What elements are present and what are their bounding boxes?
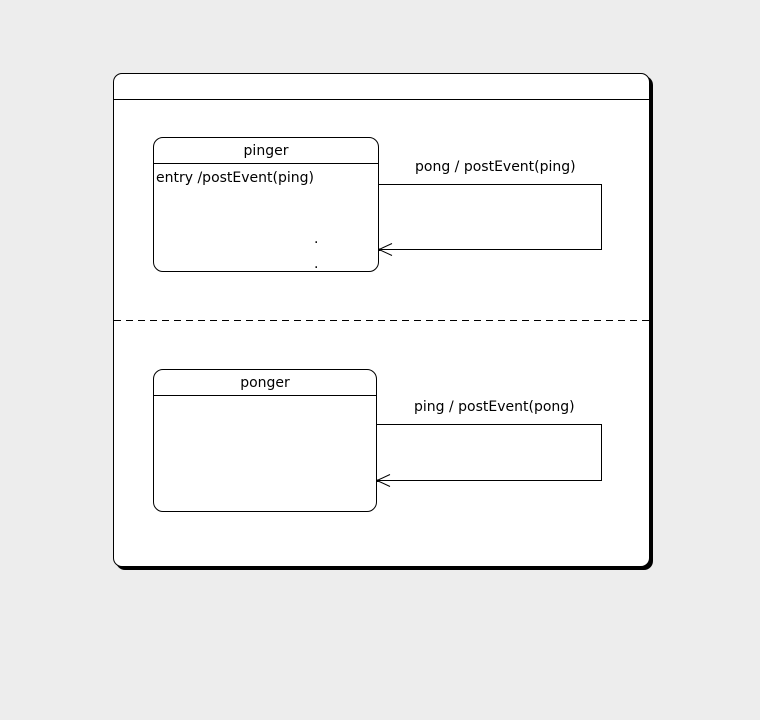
vertical-ellipsis-dot: . xyxy=(314,256,319,272)
state-ponger: ponger xyxy=(153,369,377,512)
transition-arrowhead-icon xyxy=(376,474,391,487)
self-transition-loop-ponger xyxy=(376,424,602,481)
vertical-ellipsis-dot: . xyxy=(314,231,319,247)
state-ponger-title: ponger xyxy=(154,370,376,396)
transition-label-ponger-self: ping / postEvent(pong) xyxy=(414,398,575,416)
pinger-entry-action: entry /postEvent(ping) xyxy=(156,170,314,186)
outer-state-name-compartment xyxy=(114,74,649,100)
state-pinger-title: pinger xyxy=(154,138,378,164)
outer-composite-state: pinger entry /postEvent(ping) . . pong /… xyxy=(113,73,650,567)
state-pinger: pinger entry /postEvent(ping) . . xyxy=(153,137,379,272)
self-transition-loop-pinger xyxy=(378,184,602,250)
transition-arrowhead-icon xyxy=(378,243,393,256)
orthogonal-region-divider xyxy=(114,320,649,321)
transition-label-pinger-self: pong / postEvent(ping) xyxy=(415,158,576,176)
